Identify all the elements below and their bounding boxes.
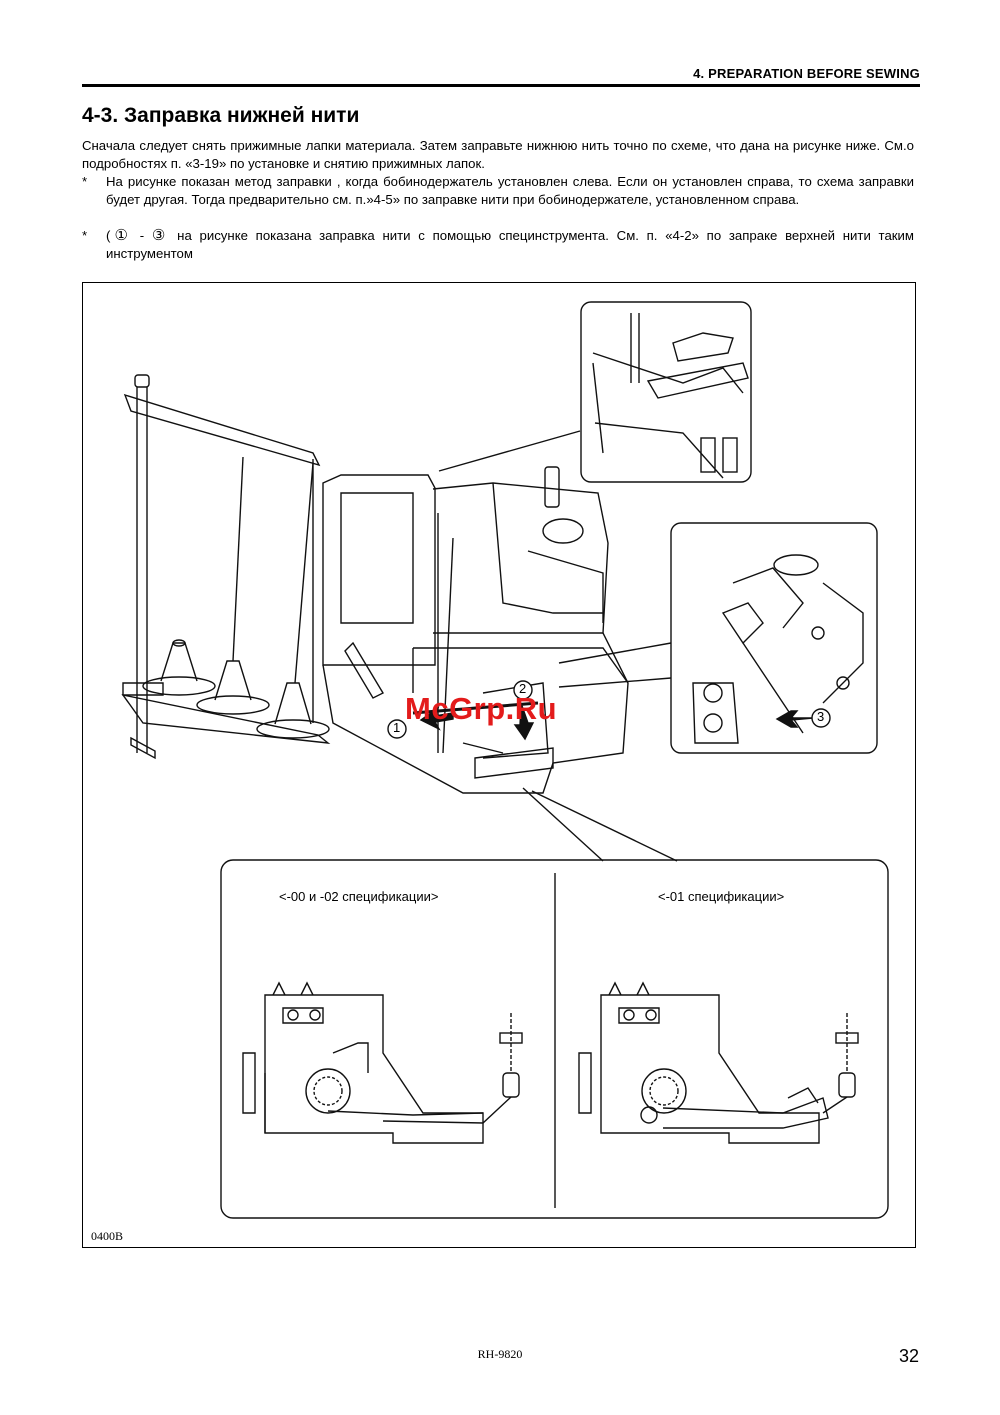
spec-label-01: <-01 спецификации> <box>658 889 785 904</box>
section-header: 4. PREPARATION BEFORE SEWING <box>693 66 920 81</box>
sewing-machine <box>322 466 629 794</box>
page-number: 32 <box>898 1346 919 1366</box>
callout-3: 3 <box>817 709 825 724</box>
detail-bobbin-winder <box>670 522 878 754</box>
mechanism-spec-00-02 <box>242 981 523 1144</box>
spec-label-00-02: <-00 и -02 спецификации> <box>279 889 439 904</box>
header-rule <box>82 84 920 87</box>
threading-illustration <box>121 301 889 1219</box>
callout-1: 1 <box>393 720 401 735</box>
note-1: * На рисунке показан метод заправки , ко… <box>82 173 914 209</box>
comparison-panel <box>220 859 889 1219</box>
note-paren: ( <box>106 228 111 243</box>
detail-tension <box>580 301 752 483</box>
note-bullet: * <box>82 174 88 189</box>
note-body: на рисунке показана заправка нити с помо… <box>106 228 914 261</box>
note-bullet: * <box>82 228 88 243</box>
thread-stand <box>121 374 331 760</box>
watermark: McGrp.Ru <box>405 691 558 726</box>
leader-lines <box>438 430 678 862</box>
intro-paragraph: Сначала следует снять прижимные лапки ма… <box>82 138 914 171</box>
figure-code: 0400B <box>91 1229 124 1243</box>
circled-3: ③ <box>151 227 170 244</box>
note-2: * (① - ③ на рисунке показана заправка ни… <box>82 227 914 263</box>
threading-figure: McGrp.Ru 1 2 3 <-00 и -02 спецификации> … <box>82 282 916 1248</box>
callout-circles <box>387 680 831 739</box>
callout-2: 2 <box>519 681 527 696</box>
circled-1: ① <box>110 227 133 244</box>
threading-arrows <box>419 702 814 741</box>
note-text: На рисунке показан метод заправки , когд… <box>106 174 914 207</box>
footer-doc-id: RH-9820 <box>477 1347 523 1361</box>
note-text: (① - ③ на рисунке показана заправка нити… <box>106 227 914 263</box>
page-title: 4-3. Заправка нижней нити <box>82 104 360 127</box>
note-dash: - <box>132 228 152 243</box>
mechanism-spec-01 <box>578 981 859 1144</box>
